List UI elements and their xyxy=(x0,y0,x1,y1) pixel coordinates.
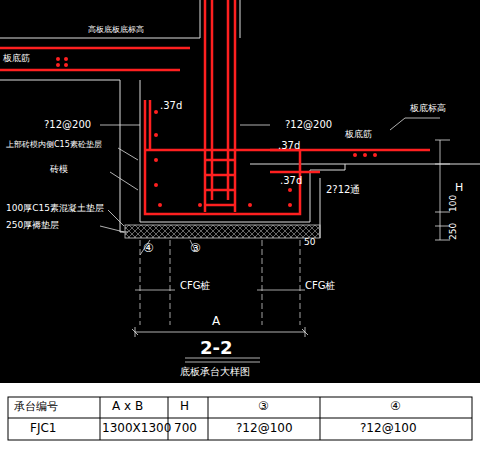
table-cell: ?12@100 xyxy=(360,422,417,435)
note: 板底标高 xyxy=(410,104,446,114)
rebar-spec: 2?12通 xyxy=(326,184,360,195)
table-cell: ?12@100 xyxy=(236,422,293,435)
note: 上部砖模内侧C15素砼垫层 xyxy=(6,141,102,150)
note: 250厚褥垫层 xyxy=(6,221,59,231)
note: 砖模 xyxy=(50,165,68,175)
section-title: 2-2 xyxy=(200,338,233,358)
anchor-length: .37d xyxy=(160,100,182,111)
rebar-spec: ?12@200 xyxy=(44,119,91,130)
dimension: H xyxy=(455,182,463,194)
note: 100厚C15素混凝土垫层 xyxy=(6,204,104,214)
dimension: 100 xyxy=(449,195,459,212)
anchor-length: .37d xyxy=(280,175,302,186)
cushion-hatch xyxy=(125,225,320,238)
table-cell: FJC1 xyxy=(30,422,56,435)
table-cell: A x B xyxy=(112,400,143,413)
table-cell: 1300X1300 xyxy=(102,422,171,435)
drawing-caption: 底板承台大样图 xyxy=(180,366,250,377)
rebar-spec: ?12@200 xyxy=(285,119,332,130)
pile-label: CFG桩 xyxy=(180,280,210,291)
note: 板底筋 xyxy=(3,54,30,64)
table-cell: H xyxy=(180,400,189,413)
pile-label: CFG桩 xyxy=(305,280,335,291)
note: 高板底板底标高 xyxy=(88,26,144,35)
note: 板底筋 xyxy=(345,130,372,140)
dimension: 50 xyxy=(304,238,315,248)
anchor-length: .37d xyxy=(278,140,300,151)
table-cell: ③ xyxy=(258,400,269,413)
callout-number: ③ xyxy=(190,242,201,255)
dimension: 250 xyxy=(449,223,459,240)
dimension: A xyxy=(212,315,220,328)
table-cell: 承台编号 xyxy=(14,401,58,413)
table-cell: ④ xyxy=(390,400,401,413)
table-cell: 700 xyxy=(174,422,197,435)
callout-number: ④ xyxy=(143,242,154,255)
